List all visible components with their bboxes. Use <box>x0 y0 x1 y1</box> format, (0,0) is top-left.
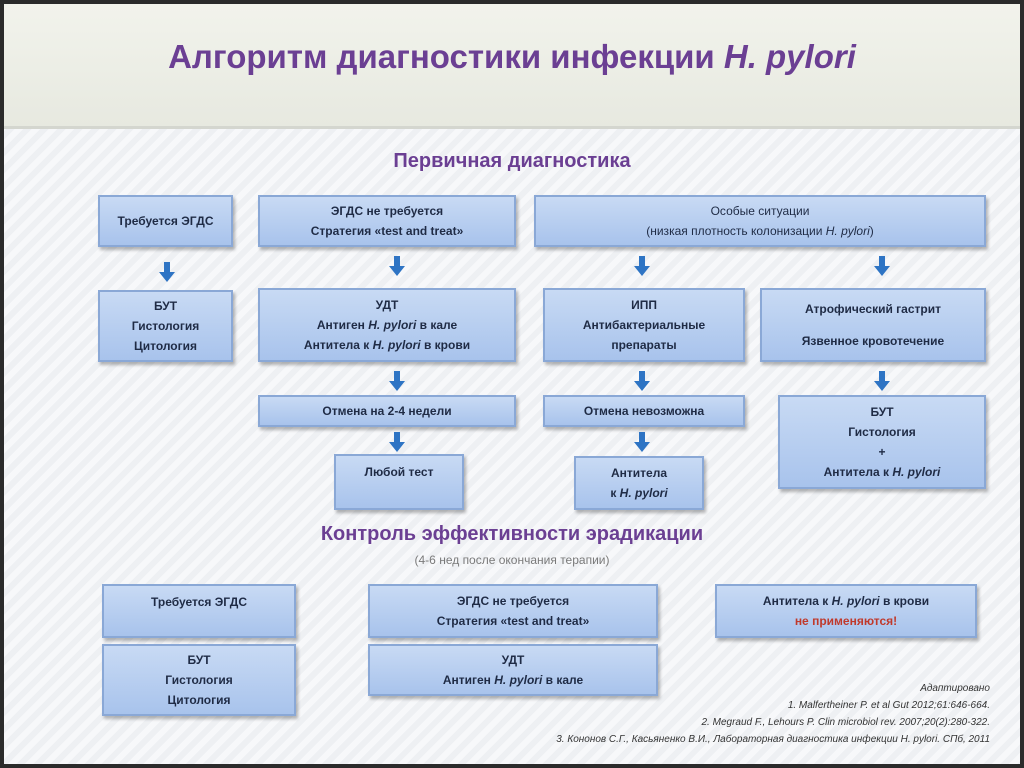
combined-tests-box: БУТ Гистология + Антитела к H. pylori <box>778 395 986 489</box>
low-colonization-label: (низкая плотность колонизации H. pylori) <box>646 221 874 241</box>
control-test-stool-antigen: Антиген H. pylori в кале <box>443 670 583 690</box>
control-invasive-tests-box: БУТ Гистология Цитология <box>102 644 296 716</box>
primary-any-test-box: Любой тест <box>334 454 464 510</box>
low-colonization-suffix: ) <box>869 224 874 238</box>
stool-antigen-prefix: Антиген <box>316 318 369 332</box>
stool-antigen-suffix: в кале <box>416 318 458 332</box>
title-band <box>4 4 1020 129</box>
control-noninvasive-tests-box: УДТ Антиген H. pylori в кале <box>368 644 658 696</box>
egds-not-required-label: ЭГДС не требуется <box>330 204 444 218</box>
antibodies-result-box: Антитела к H. pylori <box>574 456 704 510</box>
control-test-cytology: Цитология <box>167 693 231 707</box>
control-test-udt: УДТ <box>501 653 525 667</box>
combined-histology-label: Гистология <box>848 425 916 439</box>
control-antibodies-box: Антитела к H. pylori в крови не применяю… <box>715 584 977 638</box>
arrow-down-icon <box>159 262 175 282</box>
control-test-histology: Гистология <box>165 673 233 687</box>
any-test-label: Любой тест <box>364 465 434 479</box>
control-egds-required-label: Требуется ЭГДС <box>151 595 247 609</box>
ulcer-bleeding-label: Язвенное кровотечение <box>801 334 945 348</box>
primary-egds-required-label: Требуется ЭГДС <box>117 214 214 228</box>
control-egds-not-required-label: ЭГДС не требуется <box>456 594 570 608</box>
drugs-label: препараты <box>611 338 677 352</box>
arrow-down-icon <box>389 256 405 276</box>
primary-section-title: Первичная диагностика <box>393 150 631 172</box>
arrow-down-icon <box>874 371 890 391</box>
arrow-down-icon <box>389 371 405 391</box>
slide-title-text: Алгоритм диагностики инфекции <box>168 38 724 75</box>
reference-3: 3. Кононов С.Г., Касьяненко В.И., Лабора… <box>556 734 990 745</box>
test-stool-antigen: Антиген H. pylori в кале <box>317 315 457 335</box>
antibodies-organism-prefix: к <box>610 486 620 500</box>
control-antibodies-line: Антитела к H. pylori в крови <box>763 591 929 611</box>
control-egds-required-box: Требуется ЭГДС <box>102 584 296 638</box>
control-stool-antigen-suffix: в кале <box>542 673 584 687</box>
reference-1: 1. Malfertheiner P. et al Gut 2012;61:64… <box>787 700 990 711</box>
blood-antibodies-organism: H. pylori <box>372 338 421 352</box>
test-cytology: Цитология <box>133 339 198 353</box>
control-stool-antigen-organism: H. pylori <box>494 673 543 687</box>
test-histology: Гистология <box>131 319 200 333</box>
combined-antibodies-prefix: Антитела к <box>823 465 893 479</box>
primary-invasive-tests-box: БУТ Гистология Цитология <box>98 290 233 362</box>
cancel-impossible-label: Отмена невозможна <box>583 404 705 418</box>
reference-2: 2. Megraud F., Lehours P. Clin microbiol… <box>701 717 991 728</box>
control-antibodies-organism: H. pylori <box>831 594 880 608</box>
antibacterial-label: Антибактериальные <box>582 318 706 332</box>
control-test-and-treat-label: Стратегия «test and treat» <box>436 614 590 628</box>
combined-but-label: БУТ <box>870 405 894 419</box>
control-section-note: (4-6 нед после окончания терапии) <box>414 553 610 567</box>
antibodies-organism: H. pylori <box>619 486 668 500</box>
ppi-label: ИПП <box>631 298 657 312</box>
control-antibodies-suffix: в крови <box>879 594 930 608</box>
control-egds-not-required-box: ЭГДС не требуется Стратегия «test and tr… <box>368 584 658 638</box>
primary-noninvasive-tests-box: УДТ Антиген H. pylori в кале Антитела к … <box>258 288 516 362</box>
combined-antibodies-organism: H. pylori <box>892 465 941 479</box>
arrow-down-icon <box>874 256 890 276</box>
test-and-treat-label: Стратегия «test and treat» <box>310 224 464 238</box>
arrow-down-icon <box>634 432 650 452</box>
test-but: БУТ <box>153 299 178 313</box>
arrow-down-icon <box>634 256 650 276</box>
antibodies-label: Антитела <box>610 466 667 480</box>
special-situations-box: Особые ситуации (низкая плотность колони… <box>534 195 986 247</box>
cancel-impossible-box: Отмена невозможна <box>543 395 745 427</box>
control-stool-antigen-prefix: Антиген <box>442 673 495 687</box>
combined-antibodies-line: Антитела к H. pylori <box>824 462 941 482</box>
test-udt: УДТ <box>375 298 399 312</box>
cancel-2-4-weeks-label: Отмена на 2-4 недели <box>322 404 452 418</box>
arrow-down-icon <box>634 371 650 391</box>
references: Адаптировано 1. Malfertheiner P. et al G… <box>556 680 990 748</box>
arrow-down-icon <box>389 432 405 452</box>
references-adapted: Адаптировано <box>920 683 990 694</box>
special-situations-label: Особые ситуации <box>710 204 810 218</box>
atrophic-gastritis-box: Атрофический гастрит Язвенное кровотечен… <box>760 288 986 362</box>
slide-title-italic: H. pylori <box>723 38 856 75</box>
not-applicable-warning: не применяются! <box>794 614 898 628</box>
test-blood-antibodies: Антитела к H. pylori в крови <box>304 335 470 355</box>
ppi-antibiotics-box: ИПП Антибактериальные препараты <box>543 288 745 362</box>
primary-egds-not-required-box: ЭГДС не требуется Стратегия «test and tr… <box>258 195 516 247</box>
blood-antibodies-prefix: Антитела к <box>303 338 373 352</box>
control-section-title: Контроль эффективности эрадикации <box>320 523 704 545</box>
combined-plus-label: + <box>878 445 886 459</box>
antibodies-organism-line: к H. pylori <box>610 483 667 503</box>
primary-cancel-2-4-weeks-box: Отмена на 2-4 недели <box>258 395 516 427</box>
low-colonization-prefix: (низкая плотность колонизации <box>646 224 826 238</box>
slide-title: Алгоритм диагностики инфекции H. pylori <box>0 38 1024 76</box>
primary-egds-required-box: Требуется ЭГДС <box>98 195 233 247</box>
stool-antigen-organism: H. pylori <box>368 318 417 332</box>
blood-antibodies-suffix: в крови <box>420 338 471 352</box>
atrophic-gastritis-label: Атрофический гастрит <box>805 302 941 316</box>
control-antibodies-prefix: Антитела к <box>762 594 832 608</box>
control-test-but: БУТ <box>187 653 211 667</box>
low-colonization-organism: H. pylori <box>825 224 870 238</box>
